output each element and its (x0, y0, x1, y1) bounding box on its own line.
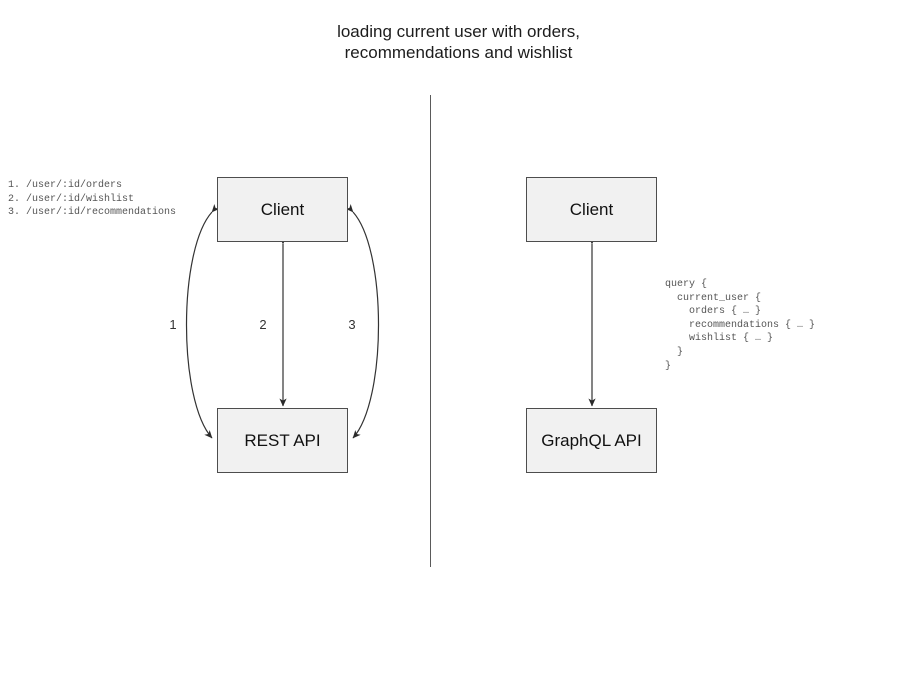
rest-endpoints-annotation: 1. /user/:id/orders 2. /user/:id/wishlis… (8, 180, 177, 219)
graphql-query-annotation: query { current_user { orders { … } reco… (665, 279, 816, 372)
edge-1-path (185, 204, 220, 439)
diagram-title: loading current user with orders, recomm… (337, 22, 580, 62)
node-client-rest[interactable]: Client (217, 177, 348, 242)
edge-label-3: 3 (348, 317, 356, 332)
edge-label-1: 1 (169, 317, 177, 332)
node-graphql-api[interactable]: GraphQL API (526, 408, 657, 473)
edge-label-2: 2 (259, 317, 267, 332)
node-client-graphql[interactable]: Client (526, 177, 657, 242)
node-rest-api[interactable]: REST API (217, 408, 348, 473)
vertical-divider (430, 95, 431, 567)
